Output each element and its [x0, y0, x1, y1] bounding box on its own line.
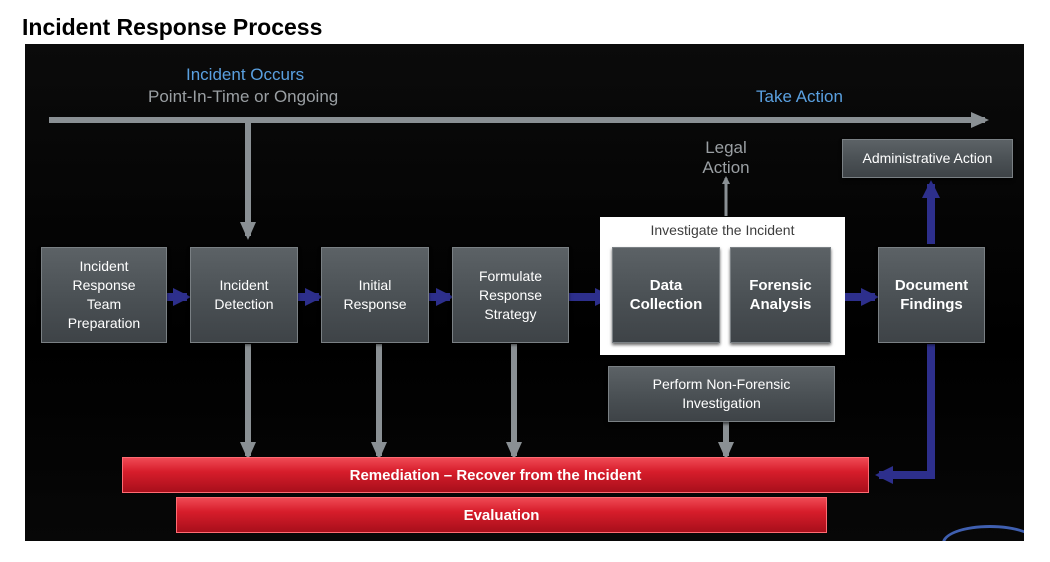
diagram-canvas: Incident Occurs Point-In-Time or Ongoing… [25, 44, 1024, 541]
forensic-analysis-step: Forensic Analysis [730, 247, 831, 343]
take-action-label: Take Action [756, 87, 843, 106]
arrow-document-to-remediation [875, 344, 935, 484]
initial-response-step: Initial Response [321, 247, 429, 343]
document-findings-step: Document Findings [878, 247, 985, 343]
connector-layer [49, 112, 989, 484]
legal-action-label: Legal Action [702, 138, 750, 177]
administrative-action-box: Administrative Action [842, 139, 1013, 178]
point-in-time-label: Point-In-Time or Ongoing [148, 87, 339, 106]
detection-step: Incident Detection [190, 247, 298, 343]
investigate-group-label: Investigate the Incident [650, 222, 795, 238]
evaluation-bar: Evaluation [176, 497, 827, 533]
incident-occurs-label: Incident Occurs [186, 65, 305, 84]
page-title: Incident Response Process [22, 14, 323, 40]
strategy-step: Formulate Response Strategy [452, 247, 569, 343]
data-collection-step: Data Collection [612, 247, 720, 343]
non-forensic-step: Perform Non-Forensic Investigation [608, 366, 835, 422]
preparation-step: Incident Response Team Preparation [41, 247, 167, 343]
remediation-bar: Remediation – Recover from the Incident [122, 457, 869, 493]
